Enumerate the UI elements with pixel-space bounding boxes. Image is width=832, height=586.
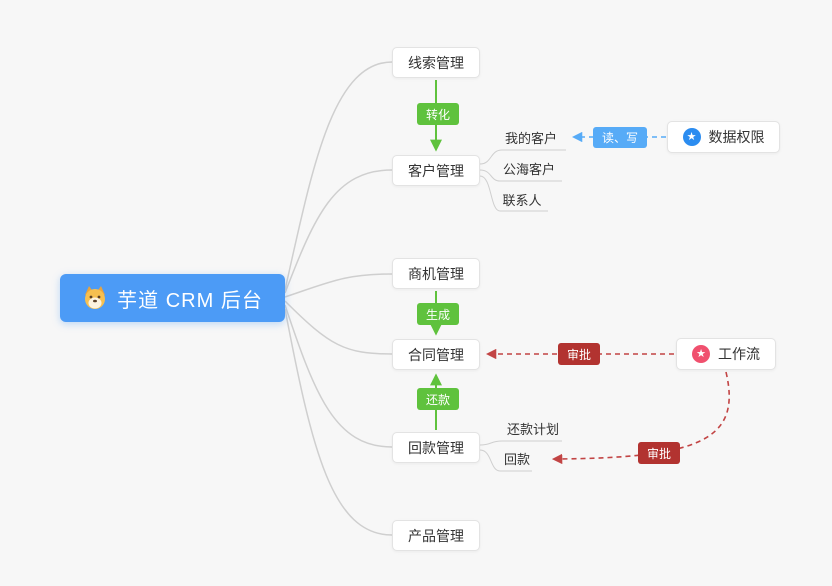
node-leads-label: 线索管理 xyxy=(408,54,464,71)
child-public-customers[interactable]: 公海客户 xyxy=(502,162,555,177)
badge-approve-receipt: 审批 xyxy=(638,442,681,464)
edge-receivable-plan xyxy=(479,440,562,446)
edge-root-product xyxy=(284,308,393,536)
star-icon: ★ xyxy=(682,128,701,146)
badge-generate: 生成 xyxy=(417,303,460,325)
star-icon: ★ xyxy=(692,345,710,363)
node-receivable[interactable]: 回款管理 xyxy=(392,432,480,463)
badge-approve-contract: 审批 xyxy=(558,343,601,365)
root-node-crm-backend[interactable]: 芋道 CRM 后台 xyxy=(60,274,285,322)
root-node-label: 芋道 CRM 后台 xyxy=(117,289,263,312)
node-data-permission[interactable]: ★ 数据权限 xyxy=(667,121,780,153)
badge-convert: 转化 xyxy=(417,103,460,125)
node-data-permission-label: 数据权限 xyxy=(708,129,765,145)
node-contract-label: 合同管理 xyxy=(408,346,464,363)
edge-root-customers xyxy=(284,169,393,294)
edge-root-opportunity xyxy=(284,273,393,298)
node-product-label: 产品管理 xyxy=(408,527,464,544)
node-customers[interactable]: 客户管理 xyxy=(392,155,480,186)
node-contract[interactable]: 合同管理 xyxy=(392,339,480,370)
node-leads[interactable]: 线索管理 xyxy=(392,47,480,78)
node-receivable-label: 回款管理 xyxy=(408,439,464,456)
dog-icon xyxy=(82,286,108,310)
child-repayment[interactable]: 回款 xyxy=(503,452,530,467)
edge-root-receivable xyxy=(284,304,393,448)
edge-receivable-repayment xyxy=(479,449,532,472)
edge-customers-my xyxy=(479,149,566,165)
badge-read-write: 读、写 xyxy=(593,127,648,148)
edge-customers-public xyxy=(479,169,562,182)
node-opportunity[interactable]: 商机管理 xyxy=(392,258,480,289)
edge-root-contract xyxy=(284,300,393,355)
node-workflow[interactable]: ★ 工作流 xyxy=(676,338,776,370)
node-workflow-label: 工作流 xyxy=(718,346,760,362)
node-product[interactable]: 产品管理 xyxy=(392,520,480,551)
child-contacts[interactable]: 联系人 xyxy=(502,193,542,208)
child-my-customers[interactable]: 我的客户 xyxy=(504,131,557,146)
badge-repay: 还款 xyxy=(417,388,460,410)
child-repayment-plan[interactable]: 还款计划 xyxy=(506,422,559,437)
edge-root-leads xyxy=(284,61,393,291)
node-opportunity-label: 商机管理 xyxy=(408,265,464,282)
node-customers-label: 客户管理 xyxy=(408,162,464,179)
edge-customers-contacts xyxy=(479,175,548,212)
